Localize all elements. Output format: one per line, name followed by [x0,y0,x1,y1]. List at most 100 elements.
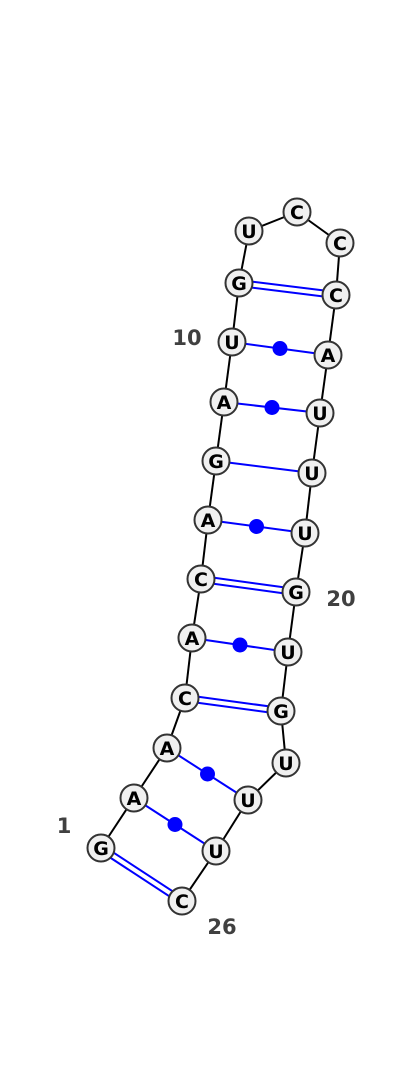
nucleotide-14: C [325,228,355,258]
nucleotide-circle [282,197,312,227]
nucleotide-letter: U [304,463,319,485]
nucleotide-8: G [201,446,231,476]
nucleotide-circle [186,564,216,594]
nucleotide-circle [152,733,182,763]
nucleotide-3: A [152,733,182,763]
nucleotide-letter: A [217,392,232,414]
nucleotide-letter: A [321,345,336,367]
nucleotide-letter: A [160,738,175,760]
nucleotide-circle [167,886,197,916]
nucleotide-circle [305,398,335,428]
pair-line-6-20-b [200,580,296,596]
nucleotide-letter: U [297,523,312,545]
nucleotide-1: G [86,833,116,863]
nucleotide-letter: G [273,701,289,723]
nucleotide-4: C [170,683,200,713]
pair-line-6-20-a [201,575,297,591]
nucleotide-letter: C [194,569,208,591]
nucleotide-25: U [201,836,231,866]
nucleotide-22: G [266,696,296,726]
nucleotide-circle [273,637,303,667]
nucleotide-letter: U [280,642,295,664]
nucleotide-17: U [305,398,335,428]
nucleotide-9: A [209,387,239,417]
wobble-pair-dot-5-21 [232,637,248,653]
nucleotide-letter: U [240,790,255,812]
nucleotide-circle [290,518,320,548]
wobble-pair-dot-3-24 [200,766,215,782]
position-label-26: 26 [207,915,236,939]
nucleotide-2: A [119,783,149,813]
nucleotide-circle [86,833,116,863]
nucleotide-21: U [273,637,303,667]
nucleotide-letter: U [208,841,223,863]
nucleotide-circle [177,623,207,653]
pair-line-1-26-a [102,844,185,900]
nucleotide-circle [266,696,296,726]
wobble-pair-dot-7-19 [249,519,264,534]
position-label-10: 10 [172,326,201,350]
nucleotide-circle [224,268,254,298]
nucleotide-19: U [290,518,320,548]
nucleotide-12: U [234,216,264,246]
nucleotide-10: U [217,327,247,357]
pair-line-11-15-a [239,279,337,294]
nucleotide-letter: G [231,273,247,295]
position-label-20: 20 [326,587,355,611]
nucleotide-letter: A [185,628,200,650]
wobble-pair-dot-10-16 [272,341,288,356]
nucleotide-circle [193,505,223,535]
nucleotide-circle [233,785,263,815]
nucleotide-letter: G [288,582,304,604]
nucleotide-letter: G [93,838,109,860]
nucleotide-18: U [297,458,327,488]
nucleotide-letter: C [290,202,304,224]
nucleotide-20: G [281,577,311,607]
nucleotide-23: U [271,748,301,778]
base-pair-layer [98,279,337,905]
pair-line-8-18 [215,460,313,474]
position-label-1: 1 [57,814,72,838]
wobble-pair-dot-2-25 [167,817,183,832]
nucleotide-circle [217,327,247,357]
nucleotide-circle [170,683,200,713]
nucleotide-letter: G [208,451,224,473]
pair-line-1-26-b [98,849,181,905]
pair-line-4-22-a [185,694,282,710]
nucleotide-circle [201,446,231,476]
nucleotide-circle [321,280,351,310]
nucleotide-letter: U [224,332,239,354]
nucleotide-letter: U [241,221,256,243]
nucleotide-letter: A [201,510,216,532]
nucleotide-11: G [224,268,254,298]
nucleotide-letter: A [127,788,142,810]
nucleotide-circle [313,340,343,370]
nucleotide-15: C [321,280,351,310]
nucleotide-letter: C [178,688,192,710]
nucleotide-7: A [193,505,223,535]
nucleotide-24: U [233,785,263,815]
nucleotide-circle [297,458,327,488]
nucleotide-letter: U [278,753,293,775]
nucleotide-letter: C [329,285,343,307]
nucleotide-circle [209,387,239,417]
pair-line-4-22-b [184,699,281,715]
nucleotide-26: C [167,886,197,916]
nucleotide-16: A [313,340,343,370]
nucleotide-circle [119,783,149,813]
nucleotide-circle [325,228,355,258]
nucleotide-layer: G A A C A C A G A U G U C C C A U U U G U G U U U C [86,197,355,916]
nucleotide-13: C [282,197,312,227]
nucleotide-letter: C [333,233,347,255]
nucleotide-6: C [186,564,216,594]
nucleotide-circle [201,836,231,866]
position-label-layer: 1 10 20 26 [57,326,356,939]
nucleotide-circle [234,216,264,246]
nucleotide-circle [281,577,311,607]
nucleotide-letter: U [312,403,327,425]
nucleotide-5: A [177,623,207,653]
nucleotide-circle [271,748,301,778]
nucleotide-letter: C [175,891,189,913]
pair-line-11-15-b [238,284,336,299]
